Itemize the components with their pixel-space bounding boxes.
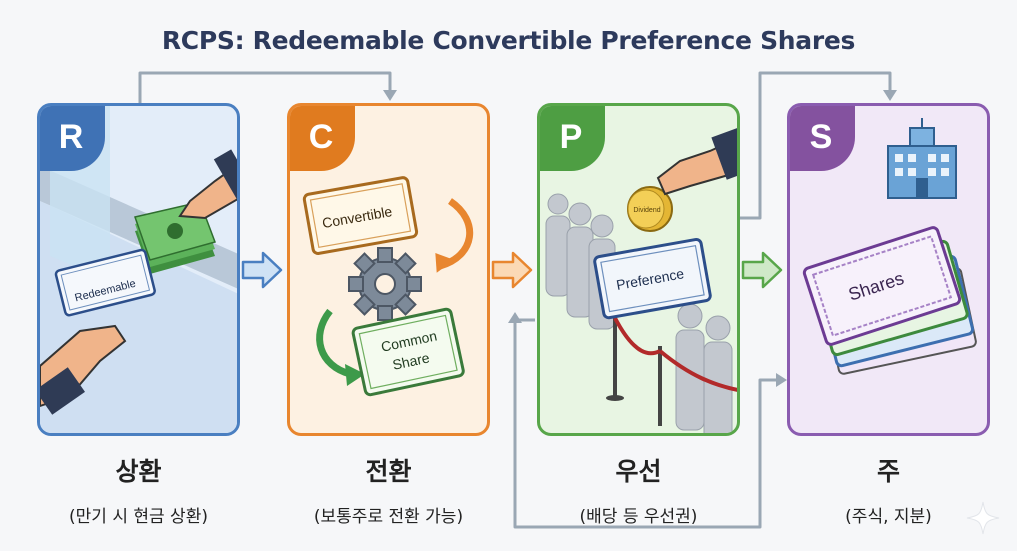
- certificate-stack-icon: [802, 226, 977, 375]
- diagram-title: RCPS: Redeemable Convertible Preference …: [161, 26, 856, 55]
- badge-s: S: [790, 106, 855, 171]
- arrow-p-to-s: [741, 251, 783, 289]
- caption-title: 우선: [615, 457, 662, 486]
- caption-subtitle: (주식, 지분): [845, 507, 932, 527]
- preference-illustration: Preference Dividend: [545, 127, 737, 433]
- caption-subtitle: (배당 등 우선권): [579, 507, 698, 527]
- sparkle-icon: [966, 501, 1000, 535]
- caption-title: 상환: [115, 457, 162, 486]
- cycle-arrow-icon: [435, 253, 455, 273]
- arrow-r-to-c: [241, 251, 283, 289]
- card-redeemable: Redeemable R: [37, 103, 240, 436]
- caption-redeemable: 상환 (만기 시 현금 상환): [37, 452, 240, 527]
- badge-p: P: [540, 106, 605, 171]
- building-icon: [887, 118, 957, 199]
- share-label: Share: [391, 349, 431, 372]
- card-shares: Shares S: [787, 103, 990, 436]
- caption-preference: 우선 (배당 등 우선권): [537, 452, 740, 527]
- card-convertible: Convertible Common Share C: [287, 103, 490, 436]
- people-queue-icon: [545, 193, 733, 433]
- card-preference: Preference Dividend P: [537, 103, 740, 436]
- shares-illustration: Shares: [802, 118, 977, 375]
- coin-icon: [627, 186, 673, 232]
- connector-r-to-c: [138, 71, 392, 103]
- caption-subtitle: (보통주로 전환 가능): [313, 507, 464, 527]
- badge-c: C: [290, 106, 355, 171]
- gear-icon: [348, 247, 422, 321]
- caption-title: 전환: [365, 457, 412, 486]
- caption-shares: 주 (주식, 지분): [787, 452, 990, 527]
- caption-subtitle: (만기 시 현금 상환): [69, 507, 208, 527]
- coin-label: Dividend: [633, 207, 660, 214]
- arrow-c-to-p: [491, 251, 533, 289]
- convertible-illustration: Convertible Common Share: [302, 176, 474, 397]
- caption-convertible: 전환 (보통주로 전환 가능): [287, 452, 490, 527]
- badge-r: R: [40, 106, 105, 171]
- connector-p-to-s: [740, 71, 892, 220]
- hand-icon: [178, 149, 237, 220]
- caption-title: 주: [876, 457, 900, 486]
